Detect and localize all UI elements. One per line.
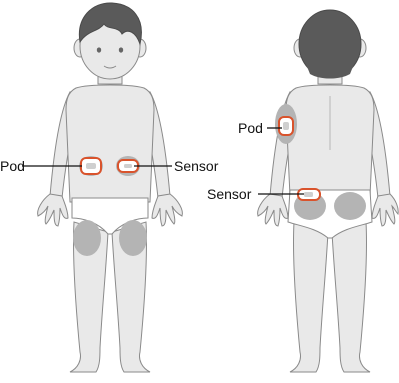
back-left-hand [258,194,288,226]
front-left-eye [97,47,101,52]
back-right-buttock-site [334,192,366,220]
front-sensor-label: Sensor [174,158,218,174]
front-right-hand [152,194,182,226]
back-sensor-device-inner [304,192,313,197]
back-figure [258,10,399,372]
front-sensor-device-inner [124,164,132,168]
back-right-hand [372,194,398,226]
front-figure [22,3,182,372]
back-left-leg [290,222,328,372]
back-right-leg [332,222,370,372]
back-pod-device-inner [283,122,289,130]
front-left-hand [38,194,68,226]
front-pod-device-inner [86,163,96,169]
front-torso [66,85,154,202]
front-right-eye [119,47,123,52]
back-sensor-label: Sensor [207,186,251,202]
back-pod-label: Pod [238,120,263,136]
front-right-thigh-site [119,220,147,256]
front-pod-label: Pod [0,158,25,174]
front-left-thigh-site [73,220,101,256]
